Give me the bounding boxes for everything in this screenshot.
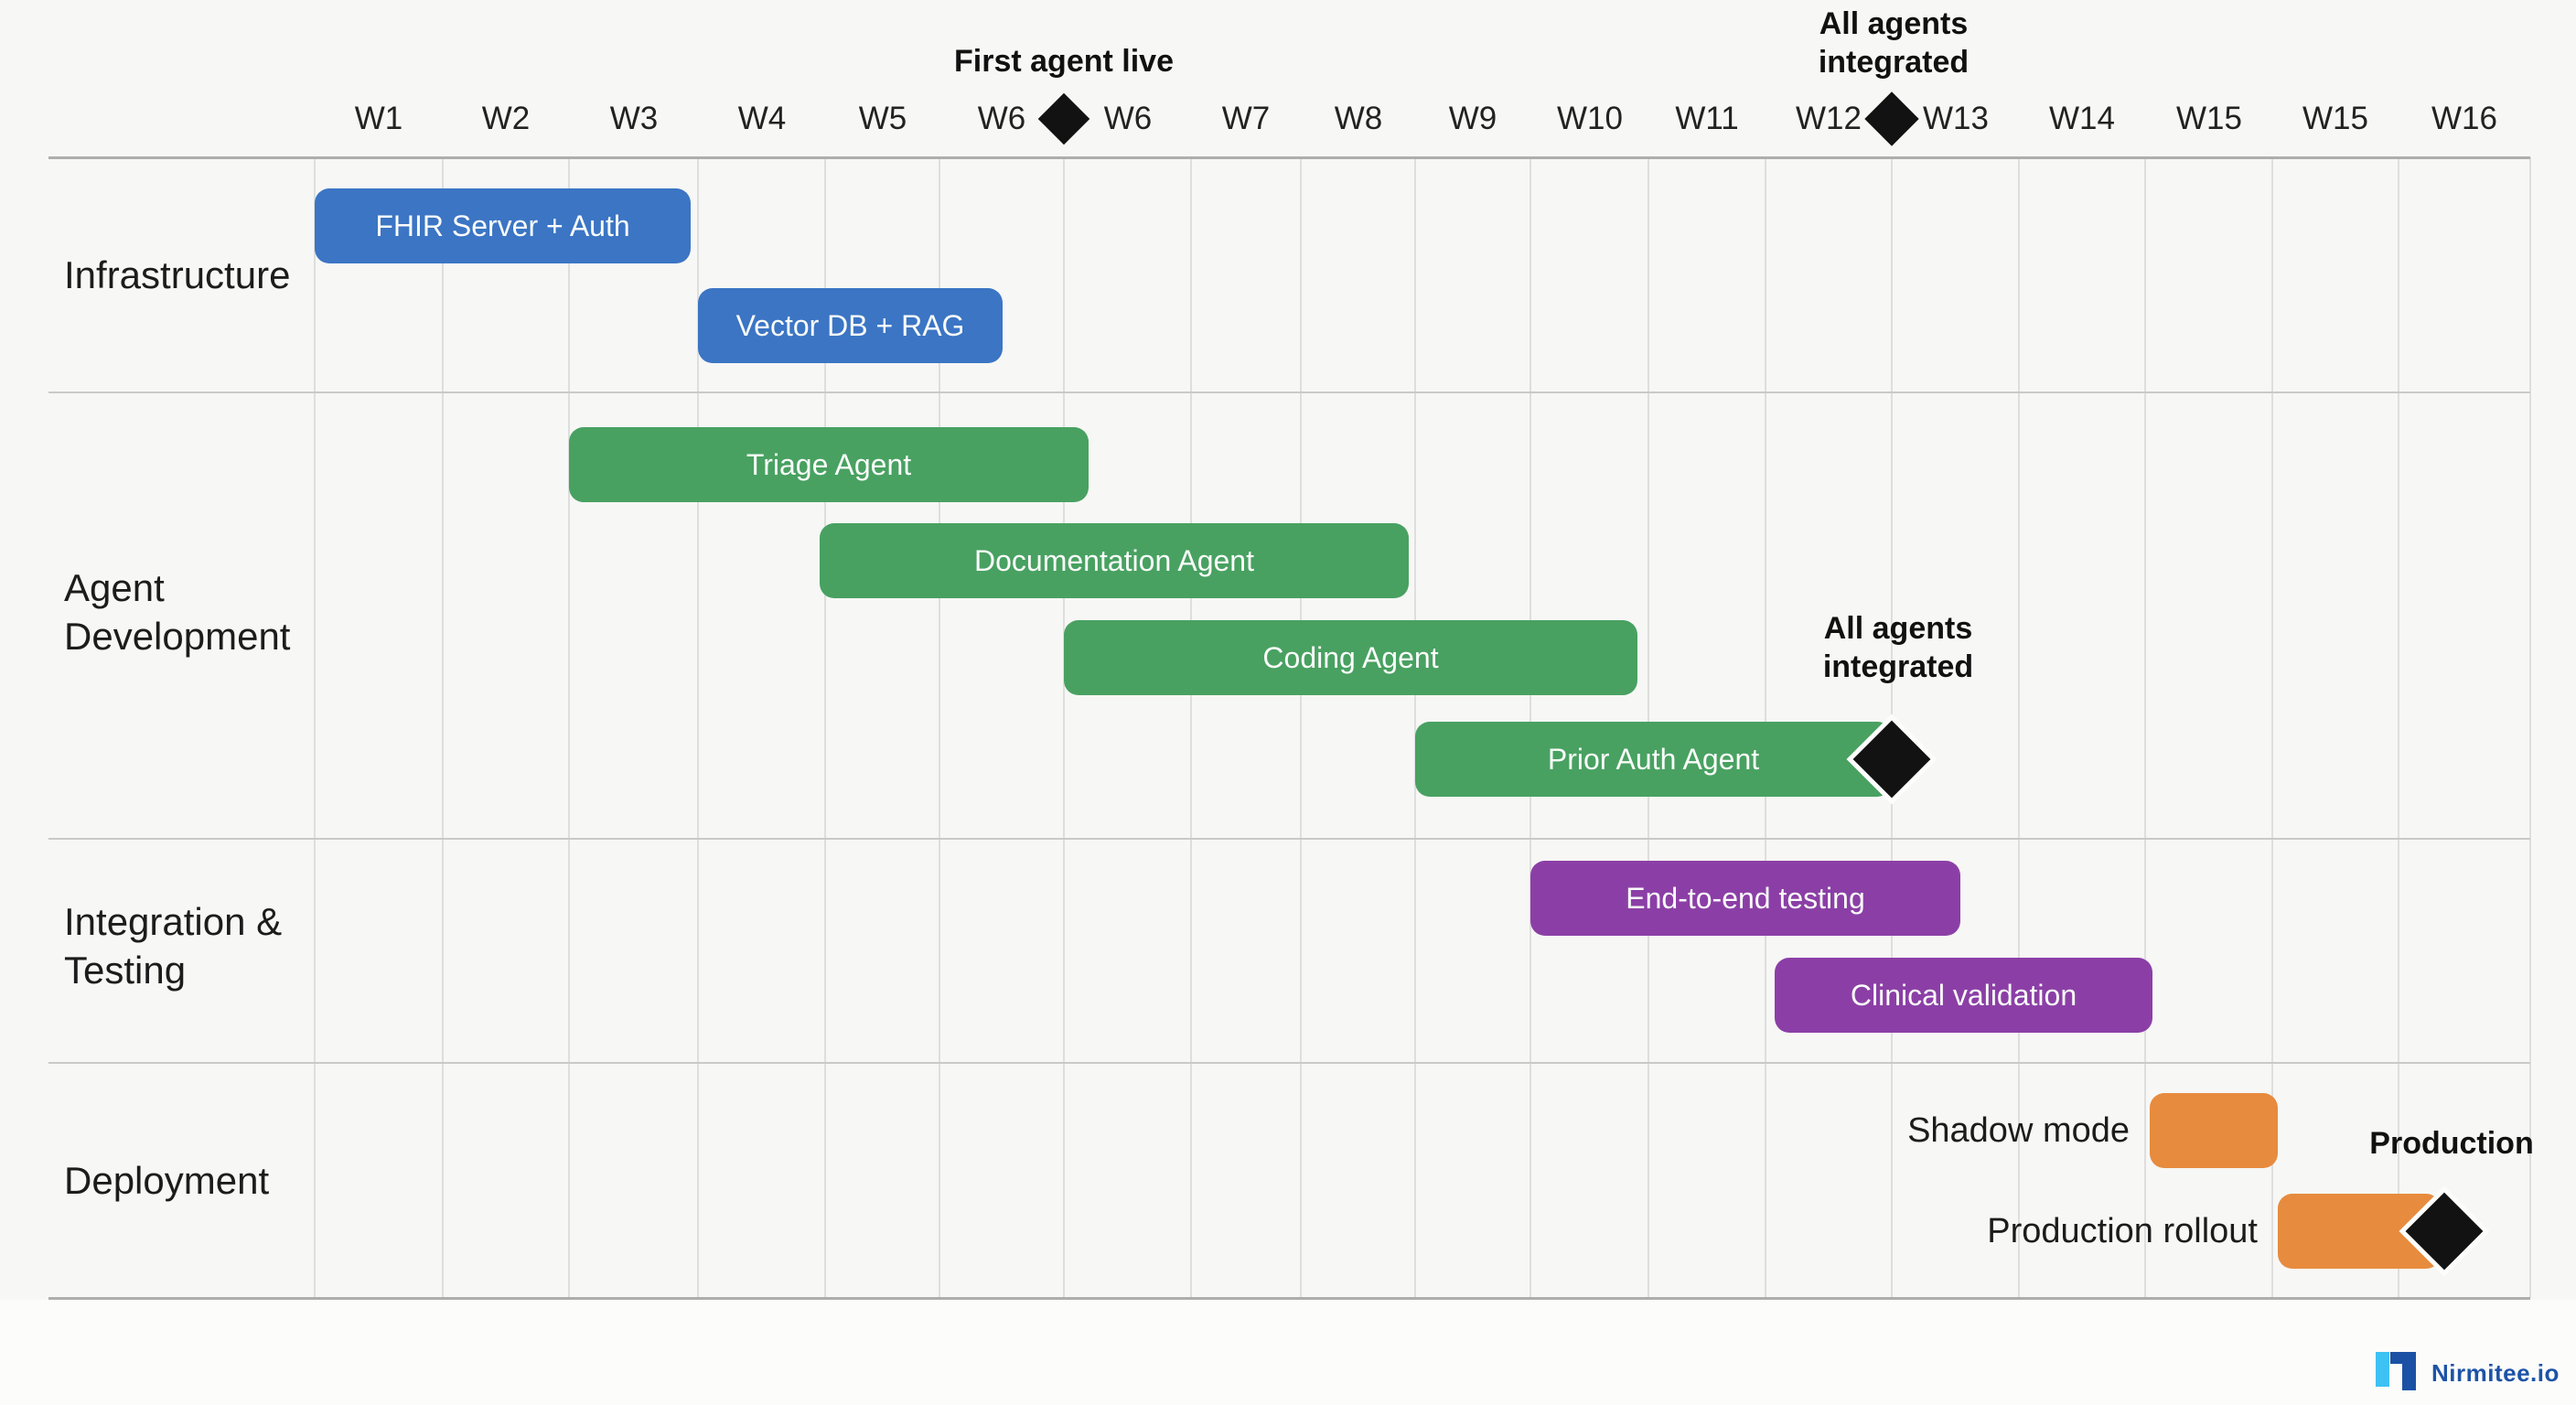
brand-logo-icon-dark-bar: [2402, 1352, 2416, 1390]
axis-tick-8-w8: W8: [1334, 101, 1383, 136]
gridline-col-15: [2144, 157, 2146, 1298]
prior-auth-agent-bar: Prior Auth Agent: [1415, 722, 1892, 797]
clinical-validation-label: Clinical validation: [1850, 978, 2077, 1012]
gridline-col-17: [2398, 157, 2399, 1298]
gridline-col-9: [1414, 157, 1416, 1298]
axis-tick-11-w11: W11: [1675, 101, 1739, 136]
gridline-col-6: [1063, 157, 1065, 1298]
shadow-mode-label: Shadow mode: [1907, 1110, 2130, 1150]
shadow-mode-bar: [2150, 1093, 2278, 1168]
axis-tick-14-w14: W14: [2049, 101, 2115, 136]
gridline-row-1: [48, 391, 2530, 393]
coding-agent-label: Coding Agent: [1262, 640, 1439, 674]
row-label-agent-development-line-0: Agent: [64, 566, 165, 609]
footer-strip: [0, 1300, 2576, 1405]
triage-agent-label: Triage Agent: [746, 447, 912, 481]
production-rollout-label: Production rollout: [1987, 1211, 2258, 1250]
axis-tick-0-w1: W1: [354, 101, 403, 136]
milestone-label-all-agents-chart-line-0: All agents: [1823, 611, 1973, 646]
milestone-label-first-agent-live-line-0: First agent live: [954, 44, 1174, 79]
axis-tick-2-w3: W3: [609, 101, 659, 136]
gridline-col-14: [2018, 157, 2020, 1298]
gridline-col-5: [939, 157, 940, 1298]
triage-agent-bar: Triage Agent: [569, 427, 1089, 502]
row-label-infrastructure: Infrastructure: [64, 251, 290, 299]
milestone-diamond-all-agents-axis: [1864, 91, 1919, 146]
row-label-agent-development-line-1: Development: [64, 615, 291, 658]
gridline-col-0: [314, 157, 316, 1298]
row-label-infrastructure-line-0: Infrastructure: [64, 253, 291, 296]
documentation-agent-label: Documentation Agent: [974, 543, 1254, 577]
row-label-integration-testing-line-0: Integration &: [64, 900, 283, 943]
vector-db-rag-bar: Vector DB + RAG: [698, 288, 1003, 363]
axis-tick-6-w6: W6: [1103, 101, 1153, 136]
row-label-deployment: Deployment: [64, 1156, 269, 1205]
axis-tick-15-w15: W15: [2176, 101, 2242, 136]
gridline-col-1: [442, 157, 444, 1298]
milestone-label-all-agents-axis-line-0: All agents: [1819, 6, 1969, 41]
gridline-row-0: [48, 156, 2530, 159]
axis-tick-17-w16: W16: [2431, 101, 2497, 136]
axis-tick-4-w5: W5: [858, 101, 907, 136]
gridline-col-16: [2271, 157, 2273, 1298]
milestone-label-all-agents-axis: All agents integrated: [1819, 5, 1969, 81]
end-to-end-testing-label: End-to-end testing: [1626, 881, 1865, 915]
milestone-diamond-first-agent-live-axis: [1037, 92, 1090, 145]
axis-tick-5-w6: W6: [977, 101, 1026, 136]
end-to-end-testing-bar: End-to-end testing: [1530, 861, 1960, 936]
gridline-col-8: [1300, 157, 1302, 1298]
documentation-agent-bar: Documentation Agent: [820, 523, 1409, 598]
gridline-col-7: [1190, 157, 1192, 1298]
gridline-col-2: [568, 157, 570, 1298]
axis-tick-9-w9: W9: [1448, 101, 1497, 136]
gridline-col-18: [2529, 157, 2531, 1298]
row-label-deployment-line-0: Deployment: [64, 1159, 270, 1202]
fhir-server-auth-bar: FHIR Server + Auth: [315, 188, 691, 263]
milestone-label-all-agents-chart-line-1: integrated: [1822, 649, 1974, 684]
axis-tick-7-w7: W7: [1221, 101, 1271, 136]
axis-tick-16-w15: W15: [2302, 101, 2368, 136]
axis-tick-10-w10: W10: [1557, 101, 1623, 136]
brand-logo-icon-light-bar: [2376, 1352, 2389, 1387]
axis-tick-3-w4: W4: [737, 101, 787, 136]
vector-db-rag-label: Vector DB + RAG: [735, 308, 965, 342]
row-label-integration-testing: Integration & Testing: [64, 897, 282, 994]
gridline-col-3: [697, 157, 699, 1298]
fhir-server-auth-label: FHIR Server + Auth: [375, 209, 630, 242]
milestone-label-all-agents-axis-line-1: integrated: [1818, 45, 1970, 80]
brand-name: Nirmitee.io: [2431, 1358, 2560, 1387]
axis-tick-12-w12: W12: [1796, 101, 1862, 136]
axis-tick-13-w13: W13: [1923, 101, 1989, 136]
gridline-col-4: [824, 157, 826, 1298]
milestone-label-production-line-0: Production: [2369, 1126, 2534, 1161]
gridline-row-3: [48, 1062, 2530, 1064]
axis-tick-1-w2: W2: [481, 101, 531, 136]
prior-auth-agent-label: Prior Auth Agent: [1547, 742, 1760, 776]
brand-logo: Nirmitee.io: [2376, 1350, 2576, 1396]
milestone-label-first-agent-live: First agent live: [954, 42, 1174, 80]
coding-agent-bar: Coding Agent: [1064, 620, 1637, 695]
gridline-row-4: [48, 1297, 2530, 1300]
row-label-integration-testing-line-1: Testing: [64, 949, 187, 992]
clinical-validation-bar: Clinical validation: [1775, 958, 2152, 1033]
milestone-label-production: Production: [2369, 1124, 2533, 1163]
gridline-row-2: [48, 838, 2530, 840]
